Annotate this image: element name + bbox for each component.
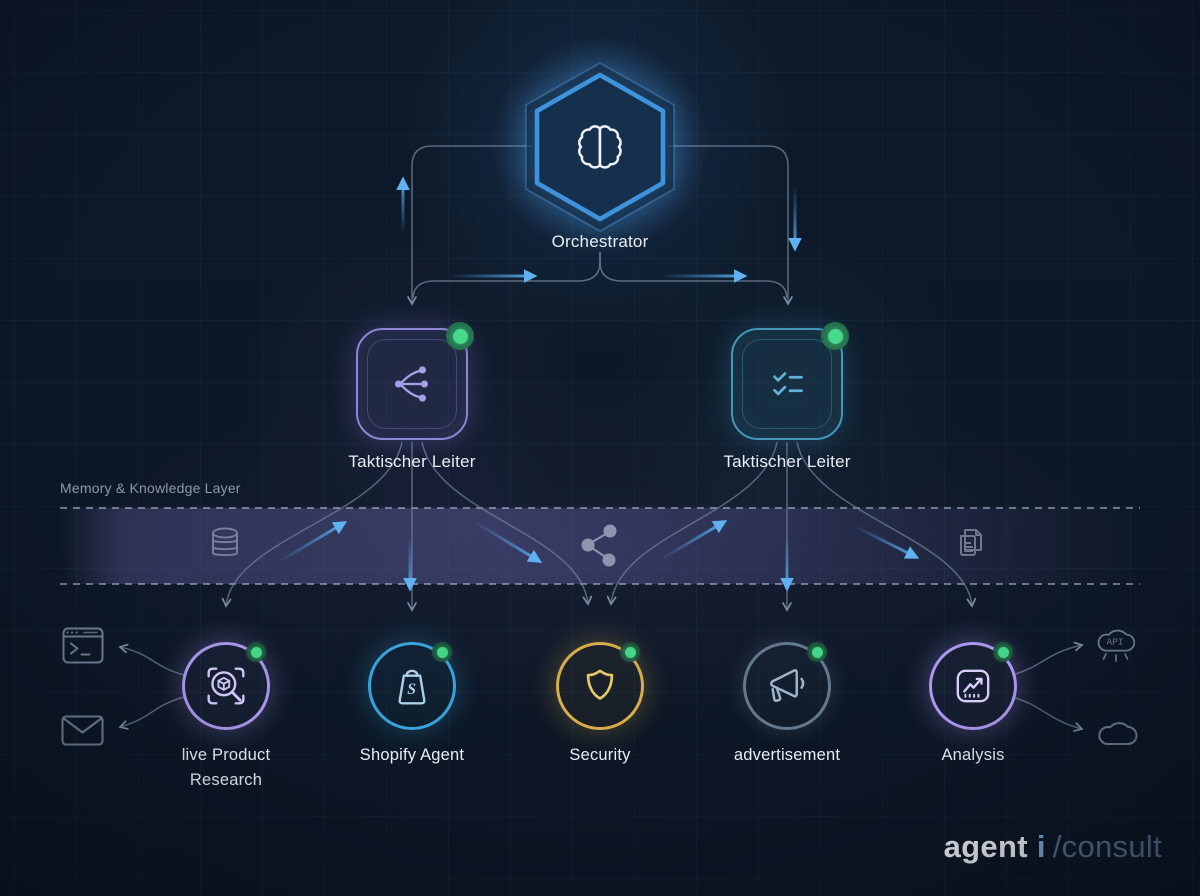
agent-node-analysis — [929, 642, 1017, 730]
checklist-icon — [773, 372, 803, 396]
logo-part-agent: agent — [943, 829, 1028, 864]
logo-part-consult: /consult — [1052, 829, 1162, 864]
api-cloud-icon: API — [1097, 629, 1136, 662]
coordinator-label-1: Taktischer Leiter — [348, 452, 476, 471]
cloud-icon — [1098, 722, 1138, 746]
status-dot — [452, 328, 468, 344]
logo-part-i: i — [1036, 829, 1046, 864]
agent-node-shopify: S — [368, 642, 456, 730]
status-dot — [436, 646, 448, 658]
branch-icon — [394, 366, 429, 402]
agent-label-security: Security — [569, 746, 631, 764]
status-dot — [624, 646, 636, 658]
status-dot — [997, 646, 1009, 658]
agent-label-shopify: Shopify Agent — [359, 746, 465, 764]
coordinator-node-2 — [731, 322, 849, 440]
terminal-icon — [62, 627, 104, 664]
agent-node-advertisement — [743, 642, 831, 730]
status-dot — [827, 328, 843, 344]
agent-label-product-research: live Product Research — [181, 746, 271, 789]
mail-icon — [61, 715, 104, 746]
chart-icon — [956, 669, 990, 703]
status-dot — [811, 646, 823, 658]
shield-icon — [586, 669, 614, 700]
shopify-letter: S — [407, 681, 416, 698]
status-indicator — [993, 642, 1013, 662]
coordinator-node-1 — [356, 322, 474, 440]
orchestrator-label: Orchestrator — [551, 232, 649, 251]
status-indicator — [446, 322, 474, 350]
status-indicator — [620, 642, 640, 662]
api-cloud-label: API — [1106, 637, 1123, 648]
product-scan-icon — [207, 667, 245, 705]
status-indicator — [807, 642, 827, 662]
status-dot — [250, 646, 262, 658]
coordinator-label-2: Taktischer Leiter — [723, 452, 851, 471]
shopify-bag-icon: S — [398, 669, 426, 705]
agent-node-product-research — [182, 642, 270, 730]
agent-node-security — [556, 642, 644, 730]
agent-label-advertisement: advertisement — [733, 746, 841, 764]
agent-label-analysis: Analysis — [941, 746, 1005, 764]
status-indicator — [432, 642, 452, 662]
status-indicator — [246, 642, 266, 662]
orchestrator-node — [505, 47, 695, 247]
megaphone-icon — [770, 669, 805, 702]
status-indicator — [821, 322, 849, 350]
